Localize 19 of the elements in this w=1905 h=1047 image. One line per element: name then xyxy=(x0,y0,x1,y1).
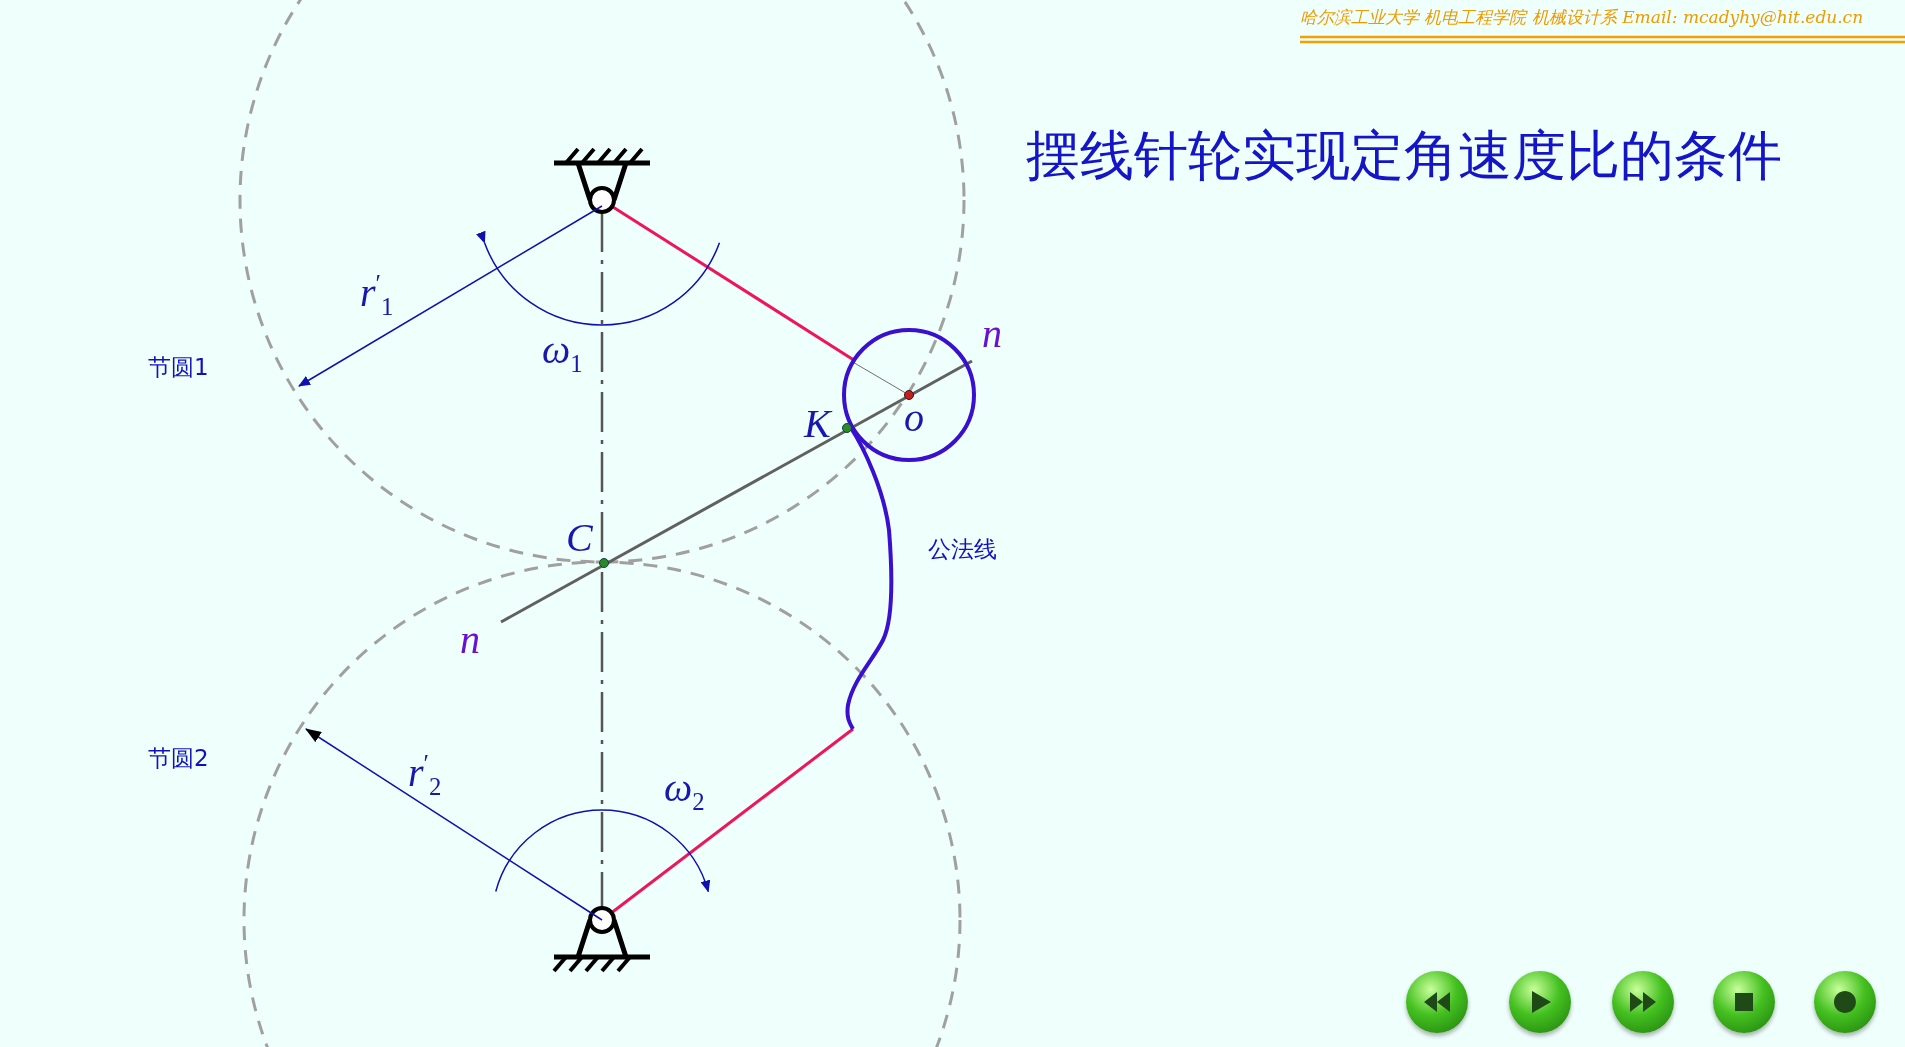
cycloid-tooth-profile xyxy=(845,426,894,730)
center-line xyxy=(600,212,604,908)
link-bar xyxy=(610,727,854,914)
point-label: K xyxy=(804,404,831,444)
fixed-pivot-symbol xyxy=(552,906,650,973)
common-normal-label: 公法线 xyxy=(928,538,997,561)
link-bar xyxy=(611,205,855,362)
point-label: C xyxy=(566,518,593,558)
point-label: o xyxy=(904,398,924,438)
normal-line-label: n xyxy=(982,314,1002,354)
angular-velocity-label: ω$_{2}$ xyxy=(664,768,705,815)
angular-velocity-label: ω$_{1}$ xyxy=(542,330,583,377)
pitch-circle-label: 节圆1 xyxy=(148,356,209,379)
header-text: 哈尔滨工业大学 机电工程学院 机械设计系 Email: mcadyhy@hit.edu.cn xyxy=(1300,9,1864,26)
fixed-pivot-symbol xyxy=(554,147,650,214)
pitch-circle-label: 节圆2 xyxy=(148,747,209,770)
pin-circle xyxy=(842,328,976,462)
normal-line-label: n xyxy=(460,620,480,660)
title: 摆线针轮实现定角速度比的条件 xyxy=(1026,123,1782,189)
